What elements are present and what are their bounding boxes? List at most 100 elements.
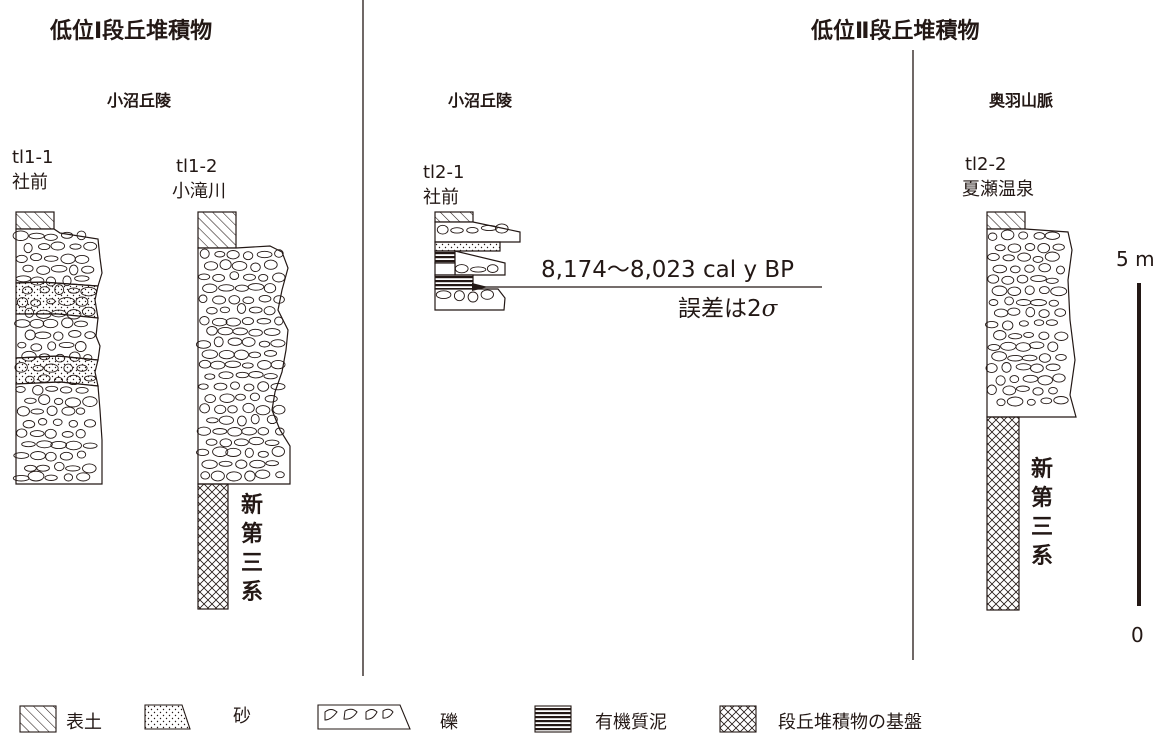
gravel-pebbles [435,289,494,303]
pebble [1048,299,1059,307]
layer-topsoil [986,211,1026,230]
column-site-tl1-2: 小滝川 [172,181,226,202]
pebble [1018,231,1029,240]
pebble [258,340,271,348]
layer-topsoil [434,211,474,223]
pebble [275,471,285,479]
column-code-tl2-2: tl2-2 [965,154,1006,175]
pebble [76,450,87,459]
pebble [52,418,63,426]
pebble [83,375,97,382]
pebble [75,429,86,439]
pebble [1038,331,1050,340]
pebble [206,306,218,315]
pebble [22,420,36,429]
pebble [247,283,265,291]
column-tl1-2 [195,211,291,610]
pebble [1047,341,1059,352]
pebble [225,447,242,457]
scale-bar-top-label: 5 m [1116,247,1155,271]
pebble [233,438,249,447]
pebble [202,283,218,294]
dating-age-label: 8,174～8,023 cal y BP [541,257,794,283]
pebble [224,360,242,368]
arrow-head-icon [472,283,488,291]
pebble [248,306,263,314]
pebble [225,317,241,327]
pebble [205,438,218,446]
pebble [75,386,89,394]
pebble [212,295,227,305]
pebble [248,436,264,446]
pebble [50,440,68,450]
pebble [196,448,210,457]
pebble [74,275,90,282]
basement-label-tl1-2: 新 第 三 系 [241,492,263,605]
pebble [29,430,45,438]
pebble [274,249,284,258]
pebble [249,392,260,402]
pebble [986,384,997,396]
pebble [30,343,43,352]
pebble [250,262,261,273]
pebble [1002,254,1015,262]
pebble [201,459,218,469]
legend-organic-mud-label: 有機質泥 [595,712,667,733]
pebble [235,393,246,401]
pebble [45,451,57,462]
pebble [219,259,232,270]
pebble [258,294,272,303]
pebble [60,231,74,239]
layer-gravel [15,381,103,485]
pebble [36,440,53,449]
pebble [61,431,74,438]
pebble [232,327,248,336]
pebble [248,328,263,337]
pebble [15,254,28,263]
pebble [1004,296,1014,306]
layer-organic-mud [434,274,474,290]
basement-label-char: 系 [241,580,263,605]
pebble [17,341,27,349]
pebble [1037,375,1053,386]
pebble [991,351,1007,362]
pebble [1053,396,1069,405]
pebble [263,306,276,316]
pebble [242,296,255,305]
pebble [257,450,269,458]
region-ou-mountains: 奥羽山脈 [989,91,1053,110]
pebble [250,413,260,425]
pebble [248,371,264,379]
pebble [242,251,254,261]
pebble [38,394,51,405]
pebble [1006,396,1024,407]
pebble [994,244,1006,252]
pebble [68,330,82,338]
pebble [987,274,1000,284]
legend-gravel-swatch [317,704,411,730]
legend-gravel-label: 礫 [440,712,458,733]
pebble [241,362,254,369]
pebble [38,243,51,251]
pebble [1055,353,1067,361]
pebble [75,296,89,307]
pebble [1001,362,1012,373]
pebble [263,328,281,336]
column-site-tl1-1: 社前 [12,172,48,193]
pebble [1052,373,1066,383]
pebble [486,264,499,273]
pebble [436,224,449,235]
pebble [30,299,41,307]
pebble [28,232,45,240]
pebble [231,260,248,271]
pebble [226,471,242,482]
pebble [198,383,209,390]
legend-gravel-pebbles [324,708,394,721]
layer-sand [434,241,501,252]
legend-organic-mud-swatch [534,705,572,733]
legend-sand-swatch [144,704,191,730]
pebble [12,230,29,241]
column-tl2-1 [434,211,521,311]
pebble [69,264,79,276]
pebble [59,386,73,394]
